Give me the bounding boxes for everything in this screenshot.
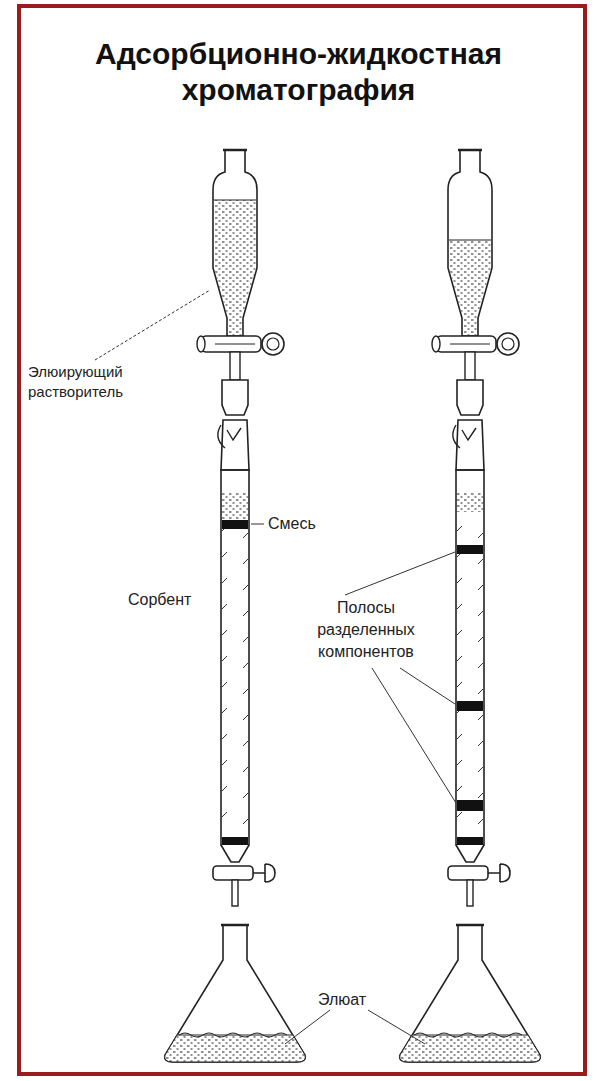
solvent-label: Элюирующий растворитель [28, 362, 178, 402]
sorbent [457, 512, 483, 837]
eluate-label: Элюат [318, 990, 388, 1010]
column-after [400, 150, 541, 1062]
component-band [457, 800, 483, 811]
component-band [457, 701, 483, 711]
frame-border [19, 6, 585, 1074]
bands-label: Полосы разделенных компонентов [296, 597, 436, 663]
sorbent [222, 529, 248, 837]
diagram-title: Адсорбционно-жидкостная хроматография [28, 36, 569, 108]
sorbent-label: Сорбент [128, 590, 218, 610]
leader-lines [251, 524, 456, 1044]
component-band [457, 545, 483, 554]
leader-lines [95, 290, 210, 360]
mixture-band [222, 520, 248, 529]
mixture-label: Смесь [268, 514, 348, 534]
